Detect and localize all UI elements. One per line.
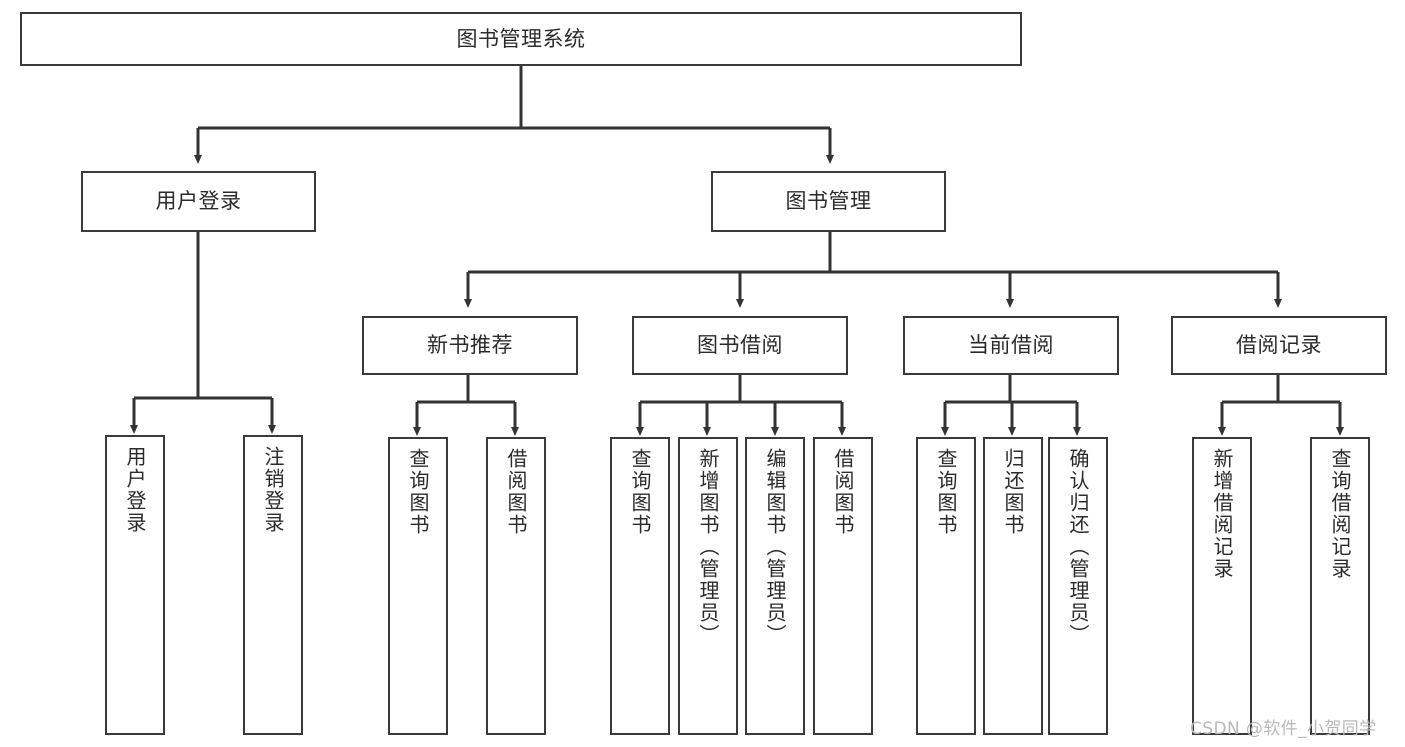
node-leaf-borrow-book-2-label: 借阅图书 — [831, 448, 855, 536]
node-leaf-borrow-book-1-label: 借阅图书 — [504, 448, 528, 536]
node-leaf-edit-book[interactable]: 编辑图书（管理员） — [745, 437, 805, 735]
node-leaf-return-book[interactable]: 归还图书 — [983, 437, 1043, 735]
node-leaf-confirm-return-label: 确认归还（管理员） — [1066, 448, 1090, 646]
node-leaf-confirm-return[interactable]: 确认归还（管理员） — [1048, 437, 1108, 735]
node-user-login-label: 用户登录 — [155, 189, 242, 214]
node-leaf-query-book-3-label: 查询图书 — [934, 448, 958, 536]
node-user-login[interactable]: 用户登录 — [81, 171, 316, 232]
csdn-watermark: CSDN @软件_小贺同学 — [1190, 719, 1377, 739]
node-leaf-query-book-1-label: 查询图书 — [406, 448, 430, 536]
node-borrow-record[interactable]: 借阅记录 — [1171, 316, 1387, 375]
node-current-borrow[interactable]: 当前借阅 — [903, 316, 1119, 375]
node-leaf-logout-login[interactable]: 注销登录 — [243, 435, 303, 735]
node-book-management-label: 图书管理 — [785, 189, 872, 214]
node-new-book-recommend[interactable]: 新书推荐 — [362, 316, 578, 375]
node-leaf-query-book-3[interactable]: 查询图书 — [916, 437, 976, 735]
node-leaf-return-book-label: 归还图书 — [1001, 448, 1025, 536]
node-leaf-user-login[interactable]: 用户登录 — [105, 435, 165, 735]
node-book-borrow[interactable]: 图书借阅 — [632, 316, 848, 375]
node-leaf-add-record-label: 新增借阅记录 — [1210, 448, 1234, 580]
node-leaf-query-record-label: 查询借阅记录 — [1328, 448, 1352, 580]
node-root-label: 图书管理系统 — [456, 26, 586, 51]
node-leaf-edit-book-label: 编辑图书（管理员） — [763, 448, 787, 646]
node-current-borrow-label: 当前借阅 — [968, 333, 1054, 358]
node-book-management[interactable]: 图书管理 — [711, 171, 946, 232]
node-leaf-logout-login-label: 注销登录 — [261, 446, 285, 534]
node-leaf-query-book-1[interactable]: 查询图书 — [388, 437, 448, 735]
node-leaf-query-book-2-label: 查询图书 — [628, 448, 652, 536]
node-borrow-record-label: 借阅记录 — [1236, 333, 1322, 358]
node-book-borrow-label: 图书借阅 — [697, 333, 783, 358]
node-new-book-recommend-label: 新书推荐 — [427, 333, 513, 358]
node-leaf-query-book-2[interactable]: 查询图书 — [610, 437, 670, 735]
node-leaf-user-login-label: 用户登录 — [123, 446, 147, 534]
node-leaf-query-record[interactable]: 查询借阅记录 — [1310, 437, 1370, 735]
node-leaf-add-book-label: 新增图书（管理员） — [696, 448, 720, 646]
node-leaf-add-book[interactable]: 新增图书（管理员） — [678, 437, 738, 735]
node-root[interactable]: 图书管理系统 — [20, 12, 1022, 66]
node-leaf-add-record[interactable]: 新增借阅记录 — [1192, 437, 1252, 735]
node-leaf-borrow-book-2[interactable]: 借阅图书 — [813, 437, 873, 735]
node-leaf-borrow-book-1[interactable]: 借阅图书 — [486, 437, 546, 735]
